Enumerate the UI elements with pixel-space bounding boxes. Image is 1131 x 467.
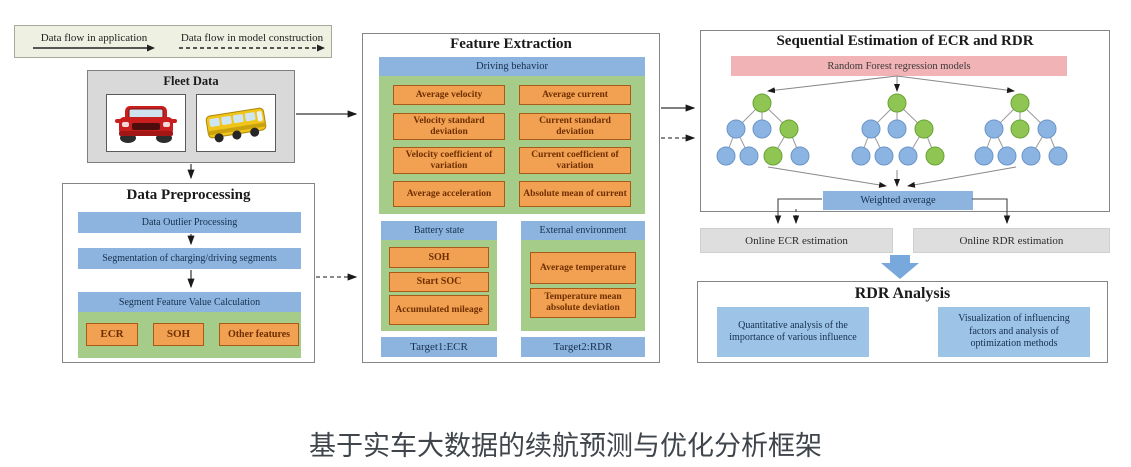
online-rdr-estimation: Online RDR estimation xyxy=(913,228,1110,253)
legend-model-label: Data flow in model construction xyxy=(180,31,324,44)
item-average-current: Average current xyxy=(519,85,631,105)
data-preprocessing-box: Data Preprocessing Data Outlier Processi… xyxy=(62,183,315,363)
online-ecr-estimation: Online ECR estimation xyxy=(700,228,893,253)
item-start-soc: Start SOC xyxy=(389,272,489,292)
item-average-acceleration: Average acceleration xyxy=(393,181,505,207)
fat-down-arrow-icon xyxy=(881,255,919,279)
battery-state-panel: SOH Start SOC Accumulated mileage xyxy=(381,240,497,331)
target1-ecr: Target1:ECR xyxy=(381,337,497,357)
item-average-temperature: Average temperature xyxy=(530,252,636,284)
weighted-average-box: Weighted average xyxy=(823,191,973,210)
figure-caption: 基于实车大数据的续航预测与优化分析框架 xyxy=(309,431,822,462)
visualization-item: Visualization of influencing factors and… xyxy=(938,307,1090,357)
data-preprocessing-title: Data Preprocessing xyxy=(126,187,251,203)
fleet-data-title: Fleet Data xyxy=(163,74,219,88)
external-environment-header: External environment xyxy=(521,221,645,240)
bus-icon xyxy=(205,107,267,143)
legend-model: Data flow in model construction xyxy=(173,32,331,52)
feature-extraction-box: Feature Extraction Driving behavior Aver… xyxy=(362,33,660,363)
dashed-arrow-icon xyxy=(179,44,325,51)
external-environment-panel: Average temperature Temperature mean abs… xyxy=(521,240,645,331)
random-forest-label: Random Forest regression models xyxy=(731,56,1067,76)
item-soh: SOH xyxy=(389,247,489,268)
item-temperature-mad: Temperature mean absolute deviation xyxy=(530,288,636,318)
fleet-data-box: Fleet Data xyxy=(87,70,295,163)
battery-state-header: Battery state xyxy=(381,221,497,240)
solid-arrow-icon xyxy=(33,44,155,51)
car-icon xyxy=(115,106,177,143)
driving-behavior-panel: Average velocity Average current Velocit… xyxy=(379,76,645,214)
feature-soh: SOH xyxy=(153,323,204,346)
feature-ecr: ECR xyxy=(86,323,138,346)
flow-legend: Data flow in application Data flow in mo… xyxy=(14,25,332,58)
car-image-frame xyxy=(106,94,186,152)
item-velocity-cov: Velocity coefficient of variation xyxy=(393,147,505,174)
step-outlier-processing: Data Outlier Processing xyxy=(78,212,301,233)
item-velocity-std: Velocity standard deviation xyxy=(393,113,505,140)
step-segmentation: Segmentation of charging/driving segment… xyxy=(78,248,301,269)
item-absolute-mean-current: Absolute mean of current xyxy=(519,181,631,207)
sequential-estimation-title: Sequential Estimation of ECR and RDR xyxy=(776,33,1034,49)
preprocessing-feature-panel: ECR SOH Other features xyxy=(78,312,301,358)
rdr-analysis-box: RDR Analysis Quantitative analysis of th… xyxy=(697,281,1108,363)
rdr-analysis-title: RDR Analysis xyxy=(854,285,951,302)
item-current-std: Current standard deviation xyxy=(519,113,631,140)
sequential-estimation-box: Sequential Estimation of ECR and RDR Ran… xyxy=(700,30,1110,212)
legend-application: Data flow in application xyxy=(15,32,173,52)
step-feature-calculation: Segment Feature Value Calculation xyxy=(78,292,301,312)
target2-rdr: Target2:RDR xyxy=(521,337,645,357)
item-accumulated-mileage: Accumulated mileage xyxy=(389,295,489,325)
legend-application-label: Data flow in application xyxy=(40,31,148,44)
item-average-velocity: Average velocity xyxy=(393,85,505,105)
quantitative-analysis-item: Quantitative analysis of the importance … xyxy=(717,307,869,357)
item-current-cov: Current coefficient of variation xyxy=(519,147,631,174)
bus-image-frame xyxy=(196,94,276,152)
feature-other: Other features xyxy=(219,323,299,346)
driving-behavior-header: Driving behavior xyxy=(379,57,645,76)
feature-extraction-title: Feature Extraction xyxy=(450,36,572,52)
